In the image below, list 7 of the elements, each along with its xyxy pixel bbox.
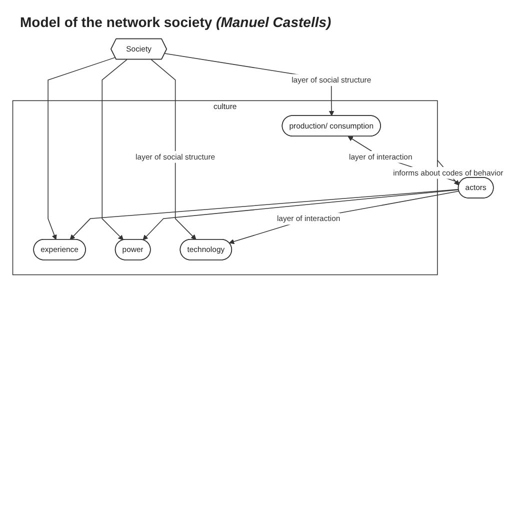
arrow: [70, 189, 460, 240]
arrow: [150, 59, 196, 240]
arrow: [142, 189, 460, 240]
arrow: [48, 57, 116, 240]
arrow: [102, 59, 128, 240]
arrow: [229, 190, 460, 244]
diagram-title: Model of the network society (Manuel Castells): [20, 14, 332, 30]
